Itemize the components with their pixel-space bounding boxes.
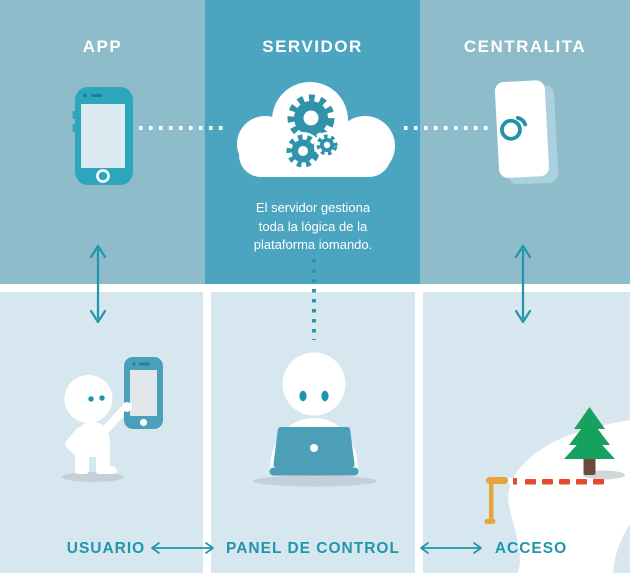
- servidor-description-line3: plataforma iomando.: [253, 237, 373, 252]
- operator-head: [282, 352, 346, 416]
- smartphone-icon: [72, 87, 133, 185]
- operator-shadow: [253, 475, 377, 487]
- user-eye-right: [99, 395, 105, 401]
- tree-icon: [564, 407, 625, 480]
- cloud-gears-icon: [237, 82, 395, 177]
- user-with-phone-icon: [62, 357, 163, 482]
- servidor-description-line1: El servidor gestiona: [255, 200, 371, 215]
- column-title-servidor: SERVIDOR: [262, 37, 363, 56]
- user-hand: [122, 402, 132, 412]
- user-phone-icon: [124, 357, 163, 429]
- panel-acceso-background: [423, 292, 630, 573]
- road-barrier-tree-icon: [484, 407, 630, 573]
- operator-eye-left: [299, 390, 307, 402]
- operator-eye-right: [321, 390, 329, 402]
- column-title-app: APP: [82, 37, 123, 56]
- gear-icon-medium: [284, 132, 322, 170]
- gear-icon-small: [314, 132, 340, 158]
- row-label-panel-de-control: PANEL DE CONTROL: [226, 540, 400, 557]
- row-label-usuario: USUARIO: [66, 540, 146, 557]
- iomando-logo-icon: [500, 115, 528, 141]
- barrier-gate-icon: [484, 477, 604, 524]
- operator-laptop-icon: [253, 352, 377, 487]
- servidor-description: El servidor gestiona toda la lógica de l…: [230, 199, 396, 255]
- row-label-acceso: ACCESO: [494, 540, 568, 557]
- servidor-description-line2: toda la lógica de la: [258, 218, 368, 234]
- user-shadow: [62, 472, 124, 482]
- laptop-icon: [269, 427, 359, 476]
- gear-icon-large: [287, 94, 335, 142]
- centralita-device-icon: [494, 80, 559, 185]
- user-body: [75, 422, 117, 474]
- user-left-arm: [65, 427, 84, 459]
- user-eye-left: [88, 396, 94, 402]
- road-corner-cut: [613, 524, 630, 573]
- column-title-centralita: CENTRALITA: [463, 37, 587, 56]
